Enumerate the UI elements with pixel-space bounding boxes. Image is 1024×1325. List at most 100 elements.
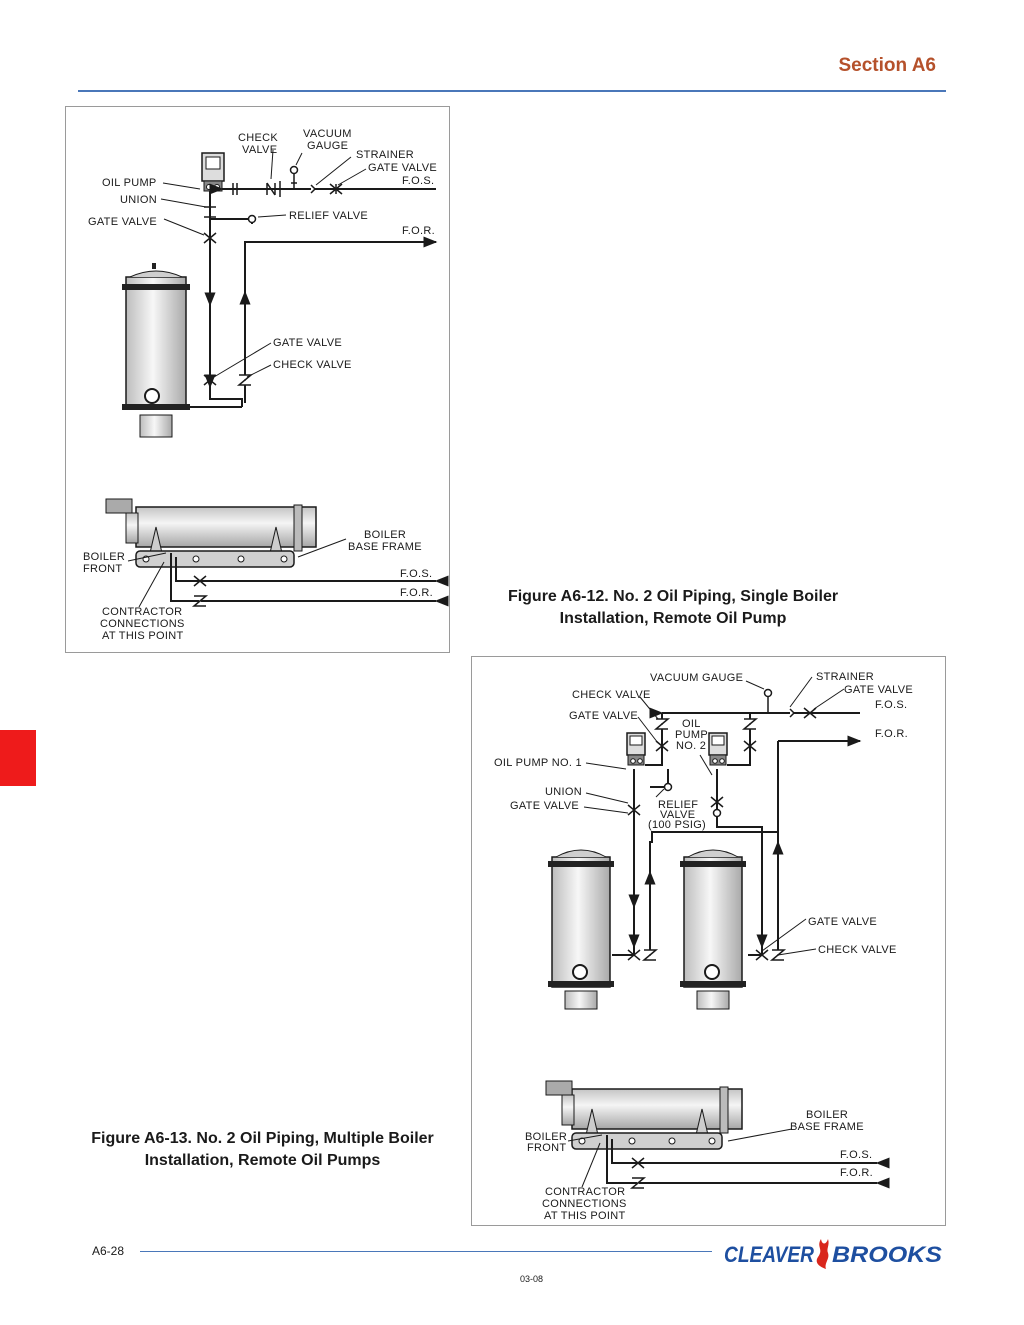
- gate-valve-icon: [203, 232, 217, 244]
- label-oil-pump: OIL PUMP: [102, 177, 157, 189]
- vertical-boiler-icon: [122, 263, 190, 438]
- gate-valve-icon: [627, 804, 641, 816]
- label-oil-pump-no1: OIL PUMP NO. 1: [494, 757, 582, 769]
- label-boiler-base-frame: BASE FRAME: [348, 541, 422, 553]
- base-frame-icon: [135, 550, 295, 568]
- label-relief-valve: VALVE: [660, 809, 695, 821]
- contractor-piping: [170, 553, 449, 607]
- check-valve-icon: [653, 718, 671, 730]
- label-check-valve: CHECK VALVE: [572, 689, 651, 701]
- vertical-boiler-icon: [680, 849, 746, 1010]
- vertical-boiler-icon: [548, 849, 614, 1010]
- page-number: A6-28: [92, 1244, 125, 1258]
- label-union: UNION: [545, 786, 582, 798]
- section-title: Section A6: [838, 55, 937, 76]
- label-check-valve: CHECK VALVE: [818, 944, 897, 956]
- label-check-valve: CHECK: [238, 132, 278, 144]
- label-fos: F.O.S.: [400, 568, 432, 580]
- label-boiler-front: BOILER: [83, 551, 125, 563]
- footer-rule: [140, 1251, 712, 1252]
- figure-a6-13-svg: VACUUM GAUGE STRAINER GATE VALVE CHECK V…: [494, 671, 913, 1222]
- check-valve-icon: [236, 374, 254, 386]
- label-for: F.O.R.: [875, 728, 908, 740]
- contractor-piping: [606, 1135, 890, 1189]
- label-gate-valve: GATE VALVE: [273, 337, 342, 349]
- gate-valve-icon: [193, 575, 207, 587]
- label-boiler-base-frame: BASE FRAME: [790, 1121, 864, 1133]
- label-gate-valve: GATE VALVE: [510, 800, 579, 812]
- relief-valve-icon: [247, 214, 257, 224]
- check-valve-icon: [629, 1177, 647, 1189]
- figure-a6-12-caption: Figure A6-12. No. 2 Oil Piping, Single B…: [478, 586, 868, 630]
- label-contractor: CONNECTIONS: [100, 618, 185, 630]
- valve-fittings: [203, 165, 343, 386]
- label-relief-valve: RELIEF VALVE: [289, 210, 368, 222]
- label-strainer: STRAINER: [816, 671, 874, 683]
- label-contractor: CONTRACTOR: [102, 606, 182, 618]
- oil-pump-icon: [626, 732, 646, 766]
- label-gate-valve: GATE VALVE: [88, 216, 157, 228]
- figure-a6-13-caption: Figure A6-13. No. 2 Oil Piping, Multiple…: [60, 1128, 465, 1172]
- caption-line: Installation, Remote Oil Pumps: [144, 1152, 381, 1169]
- logo-text: BROOKS: [832, 1242, 942, 1267]
- label-fos: F.O.S.: [840, 1149, 872, 1161]
- check-valve-icon: [266, 182, 276, 196]
- caption-line: Installation, Remote Oil Pump: [559, 610, 787, 627]
- relief-valve-icon: [712, 808, 722, 818]
- label-boiler-front: FRONT: [527, 1142, 566, 1154]
- cleaver-brooks-logo: CLEAVER BROOKS: [720, 1233, 948, 1278]
- label-strainer: STRAINER: [356, 149, 414, 161]
- oil-pump-icon: [201, 152, 225, 192]
- label-oil-pump-no2: PUMP: [675, 729, 708, 741]
- label-vacuum-gauge: VACUUM: [303, 128, 352, 140]
- gate-valve-icon: [755, 949, 769, 961]
- header-rule: [78, 90, 946, 92]
- label-contractor: AT THIS POINT: [102, 630, 184, 642]
- label-union: UNION: [120, 194, 157, 206]
- label-check-valve: VALVE: [242, 144, 277, 156]
- strainer-icon: [789, 708, 796, 718]
- horizontal-boiler-icon: [105, 498, 317, 568]
- label-vacuum-gauge: GAUGE: [307, 140, 348, 152]
- horizontal-boiler-icon: [545, 1080, 743, 1150]
- label-contractor: AT THIS POINT: [544, 1210, 626, 1222]
- label-vacuum-gauge: VACUUM GAUGE: [650, 672, 743, 684]
- gate-valve-icon: [627, 949, 641, 961]
- label-for: F.O.R.: [402, 225, 435, 237]
- logo-text: CLEAVER: [724, 1242, 814, 1267]
- label-relief-valve: (100 PSIG): [648, 819, 706, 831]
- vacuum-gauge-icon: [289, 165, 299, 175]
- base-frame-icon: [571, 1132, 723, 1150]
- check-valve-icon: [741, 718, 759, 730]
- vacuum-gauge-icon: [763, 688, 773, 698]
- label-gate-valve: GATE VALVE: [844, 684, 913, 696]
- check-valve-icon: [641, 949, 659, 961]
- label-check-valve: CHECK VALVE: [273, 359, 352, 371]
- label-boiler-base-frame: BOILER: [806, 1109, 848, 1121]
- leader-lines: [567, 676, 845, 1188]
- gate-valve-icon: [710, 796, 724, 808]
- label-fos: F.O.S.: [875, 699, 907, 711]
- label-boiler-front: BOILER: [525, 1131, 567, 1143]
- caption-line: Figure A6-13. No. 2 Oil Piping, Multiple…: [91, 1130, 434, 1147]
- strainer-icon: [310, 184, 317, 194]
- label-oil-pump-no2: NO. 2: [676, 740, 706, 752]
- label-gate-valve: GATE VALVE: [808, 916, 877, 928]
- label-gate-valve: GATE VALVE: [368, 162, 437, 174]
- label-gate-valve: GATE VALVE: [569, 710, 638, 722]
- label-boiler-base-frame: BOILER: [364, 529, 406, 541]
- leader-lines: [127, 149, 367, 608]
- check-valve-icon: [191, 595, 209, 607]
- section-tab-marker: [0, 730, 36, 786]
- label-oil-pump-no2: OIL: [682, 718, 701, 730]
- figure-a6-12-diagram: CHECK VALVE VACUUM GAUGE STRAINER GATE V…: [65, 106, 450, 653]
- gate-valve-icon: [631, 1157, 645, 1169]
- label-boiler-front: FRONT: [83, 563, 122, 575]
- label-contractor: CONTRACTOR: [545, 1186, 625, 1198]
- caption-line: Figure A6-12. No. 2 Oil Piping, Single B…: [507, 588, 839, 605]
- gate-valve-icon: [803, 707, 817, 719]
- flame-icon: [816, 1239, 829, 1269]
- figure-a6-12-svg: CHECK VALVE VACUUM GAUGE STRAINER GATE V…: [83, 128, 449, 642]
- figure-a6-13-diagram: VACUUM GAUGE STRAINER GATE VALVE CHECK V…: [471, 656, 946, 1226]
- relief-valve-icon: [663, 782, 673, 792]
